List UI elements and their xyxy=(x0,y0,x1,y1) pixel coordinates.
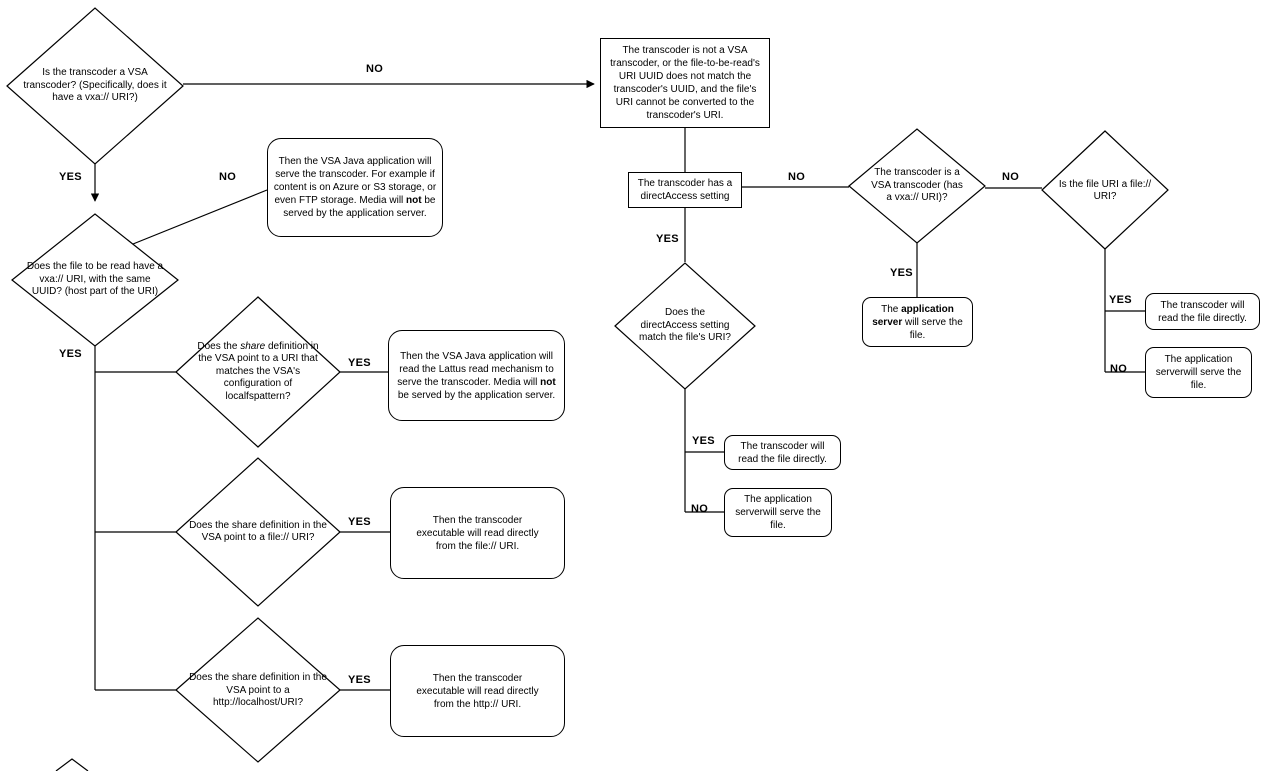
outcome-app-server-serves-2: The application serverwill serve the fil… xyxy=(1145,347,1252,398)
edge-label-no-3: NO xyxy=(788,171,806,183)
text-segment: The xyxy=(881,303,902,315)
partial-diamond-bottom-edge xyxy=(55,758,89,771)
edge-label-no-2: NO xyxy=(219,171,237,183)
decision-share-localfspattern-shape xyxy=(175,296,341,448)
process-text: The transcoder has a directAccess settin… xyxy=(637,178,733,202)
outcome-text: The application serverwill serve the fil… xyxy=(1155,354,1242,391)
outcome-transcoder-reads-directly-1: The transcoder will read the file direct… xyxy=(724,435,841,470)
decision-is-file-uri-shape xyxy=(1041,130,1169,250)
connectors xyxy=(55,79,1145,771)
outcome-not-vsa-transcoder: The transcoder is not a VSA transcoder, … xyxy=(600,38,770,128)
outcome-vsa-java-serves-transcoder: Then the VSA Java application will serve… xyxy=(267,138,443,237)
decision-is-vsa-transcoder-shape xyxy=(6,7,184,165)
text-segment-bold: application server xyxy=(872,303,954,328)
outcome-read-file-uri: Then the transcoder executable will read… xyxy=(390,487,565,579)
outcome-app-server-serves-file: The application server will serve the fi… xyxy=(862,297,973,347)
edge-label-no-5: NO xyxy=(1002,171,1020,183)
text-segment: Then the VSA Java application will read … xyxy=(397,350,554,388)
decision-directaccess-match-shape xyxy=(614,262,756,390)
edge-label-no-1: NO xyxy=(366,63,384,75)
outcome-text: Then the VSA Java application will serve… xyxy=(273,155,437,220)
outcome-read-http-uri: Then the transcoder executable will read… xyxy=(390,645,565,737)
decision-is-vsa-transcoder-2-shape xyxy=(848,128,986,244)
outcome-lattus-read: Then the VSA Java application will read … xyxy=(388,330,565,421)
connector-no-to-vsa-java-serves xyxy=(132,189,268,245)
edge-label-yes-6: YES xyxy=(656,233,679,245)
decision-share-file-uri-shape xyxy=(175,457,341,607)
text-segment: Then the VSA Java application will serve… xyxy=(273,156,437,206)
decision-file-uuid-shape xyxy=(11,213,179,347)
outcome-text: The transcoder is not a VSA transcoder, … xyxy=(610,45,760,121)
text-segment-bold: not xyxy=(406,195,422,206)
edge-label-yes-5: YES xyxy=(348,674,371,686)
edge-label-yes-2: YES xyxy=(59,348,82,360)
outcome-text: The transcoder will read the file direct… xyxy=(738,440,827,465)
text-segment: be served by the application server. xyxy=(283,195,436,219)
edge-label-yes-7: YES xyxy=(692,435,715,447)
outcome-text: The application serverwill serve the fil… xyxy=(735,494,821,531)
edge-label-yes-3: YES xyxy=(348,357,371,369)
edge-label-yes-9: YES xyxy=(1109,294,1132,306)
text-segment: be served by the application server. xyxy=(397,389,556,401)
text-segment: will serve the file. xyxy=(902,316,963,341)
edge-label-yes-1: YES xyxy=(59,171,82,183)
outcome-text: Then the VSA Java application will read … xyxy=(394,350,559,402)
outcome-text: The application server will serve the fi… xyxy=(868,303,967,342)
edge-label-no-6: NO xyxy=(1110,363,1128,375)
text-segment-bold: not xyxy=(540,376,556,388)
outcome-text: Then the transcoder executable will read… xyxy=(416,672,539,710)
edge-label-yes-8: YES xyxy=(890,267,913,279)
decision-shapes xyxy=(6,7,1169,763)
outcome-text: Then the transcoder executable will read… xyxy=(416,514,539,552)
edge-label-yes-4: YES xyxy=(348,516,371,528)
outcome-text: The transcoder will read the file direct… xyxy=(1158,299,1247,324)
outcome-transcoder-reads-directly-2: The transcoder will read the file direct… xyxy=(1145,293,1260,330)
process-directaccess-setting: The transcoder has a directAccess settin… xyxy=(628,172,742,208)
edge-label-no-4: NO xyxy=(691,503,709,515)
outcome-app-server-serves-1: The application serverwill serve the fil… xyxy=(724,488,832,537)
decision-share-http-uri-shape xyxy=(175,617,341,763)
